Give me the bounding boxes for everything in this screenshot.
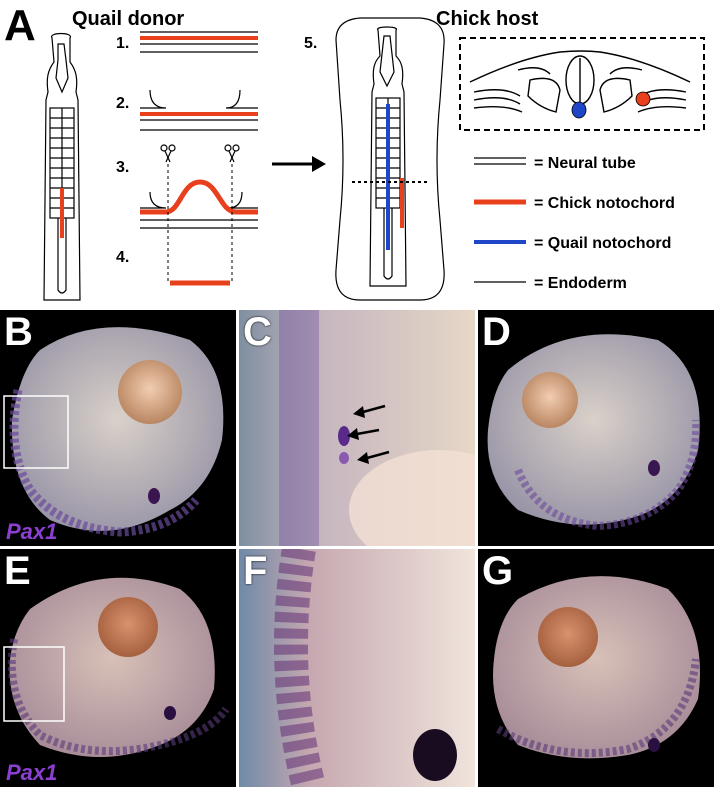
panel-g-letter: G (482, 549, 514, 593)
panel-b-gene-label: Pax1 (6, 519, 58, 544)
legend-endoderm: = Endoderm (474, 275, 627, 292)
embryo-whole-mount-image (3, 327, 224, 537)
arrow-left-icon (353, 404, 386, 418)
legend-chick-notochord-label: = Chick notochord (534, 195, 675, 212)
panel-f-photo: F (239, 549, 475, 787)
arrow-left-icon (357, 450, 390, 464)
magnified-somite-image (239, 310, 475, 546)
panel-f-letter: F (243, 549, 268, 593)
panel-e-photo: E Pax1 (0, 549, 236, 787)
legend-quail-notochord-label: = Quail notochord (534, 235, 671, 252)
step-3-diagram (140, 164, 258, 284)
panel-e-letter: E (4, 549, 31, 593)
scissors-icon (160, 144, 176, 163)
panel-d-letter: D (482, 310, 511, 354)
embryo-whole-mount-image (487, 334, 701, 531)
arrow-right-icon (272, 156, 326, 172)
step-3-label: 3. (116, 159, 129, 176)
step-1-label: 1. (116, 35, 129, 52)
donor-embryo (43, 32, 81, 301)
arrow-left-icon (347, 428, 380, 440)
panel-d-photo: D (478, 310, 714, 546)
legend: = Neural tube = Chick notochord = Quail … (474, 155, 675, 292)
embryo-whole-mount-image (3, 577, 230, 757)
panel-c-photo: C (239, 310, 475, 546)
panel-c-letter: C (243, 310, 272, 354)
legend-quail-notochord: = Quail notochord (474, 235, 671, 252)
step-2-label: 2. (116, 95, 129, 112)
panel-e-gene-label: Pax1 (6, 760, 58, 785)
donor-title: Quail donor (72, 8, 184, 30)
magnified-somite-image (239, 549, 475, 787)
scissors-icon (224, 144, 240, 163)
panel-g-photo: G (478, 549, 714, 787)
legend-chick-notochord: = Chick notochord (474, 195, 675, 212)
legend-neural-tube-label: = Neural tube (534, 155, 636, 172)
embryo-whole-mount-image (493, 576, 700, 759)
panel-a-letter: A (4, 1, 36, 50)
panel-a-schematic: A Quail donor Chick host 1. 2. 3. 4. 5. (4, 1, 705, 301)
step-4-label: 4. (116, 249, 129, 266)
step-2-diagram (140, 89, 258, 131)
cross-section-inset (459, 37, 705, 131)
panel-b-letter: B (4, 310, 33, 354)
panel-b-photo: B Pax1 (0, 310, 236, 546)
step-1-diagram (140, 31, 258, 53)
host-title: Chick host (436, 8, 539, 30)
legend-endoderm-label: = Endoderm (534, 275, 627, 292)
legend-neural-tube: = Neural tube (474, 155, 636, 172)
step-5-label: 5. (304, 35, 317, 52)
